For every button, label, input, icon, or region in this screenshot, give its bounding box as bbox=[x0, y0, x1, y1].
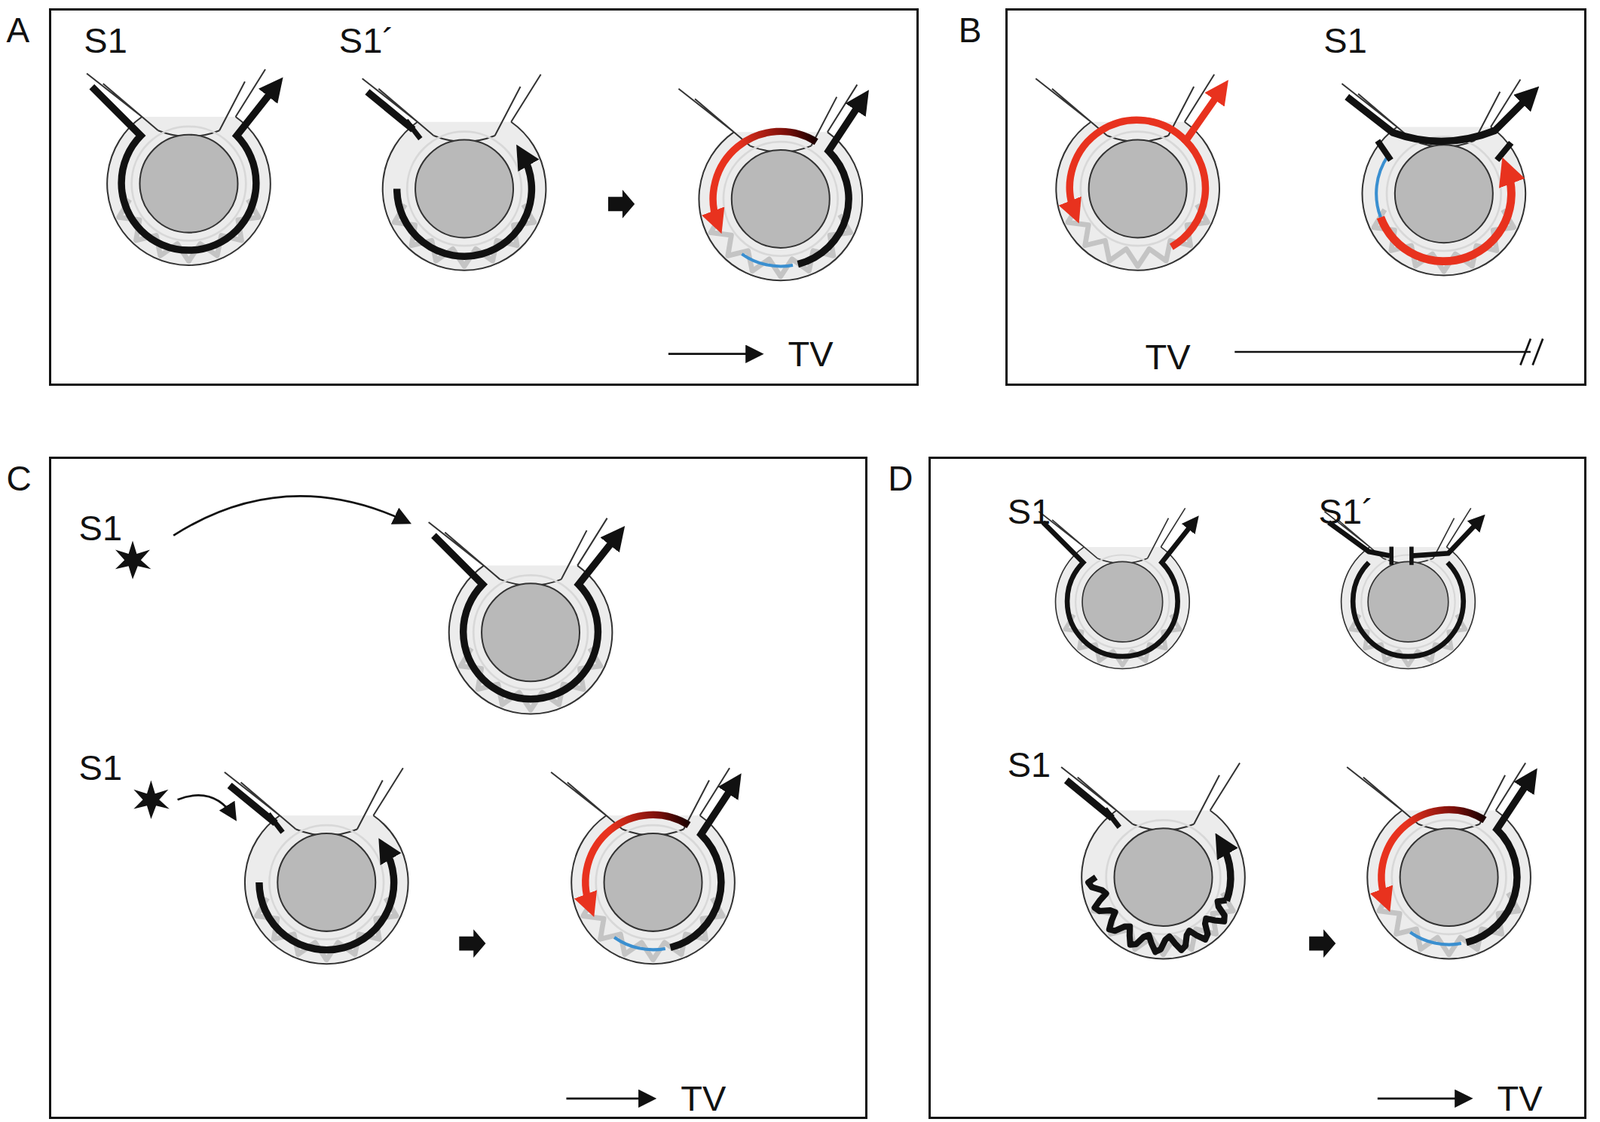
state-label: S1 bbox=[83, 22, 128, 59]
state-label: S1´ bbox=[339, 22, 395, 59]
figure-panel: CS1S1TV bbox=[48, 456, 868, 1120]
state-label: S1´ bbox=[1318, 493, 1374, 530]
figure-panel: AS1S1´TV bbox=[48, 8, 919, 386]
panel-letter: C bbox=[6, 461, 31, 496]
state-label: TV bbox=[680, 1080, 726, 1117]
state-label: TV bbox=[1144, 339, 1191, 375]
panel-letter: B bbox=[958, 12, 983, 48]
panel-letter: A bbox=[6, 12, 30, 48]
state-label: TV bbox=[788, 336, 834, 372]
state-label: S1 bbox=[1007, 493, 1052, 530]
figure-panel: BTVS1 bbox=[1005, 8, 1588, 386]
state-label: S1 bbox=[1323, 22, 1368, 59]
panel-letter: D bbox=[887, 461, 913, 496]
state-label: S1 bbox=[79, 510, 123, 546]
state-label: S1 bbox=[79, 749, 123, 786]
state-label: TV bbox=[1497, 1080, 1543, 1117]
figure-panel: DS1S1´S1TV bbox=[928, 456, 1587, 1120]
state-label: S1 bbox=[1007, 746, 1052, 783]
